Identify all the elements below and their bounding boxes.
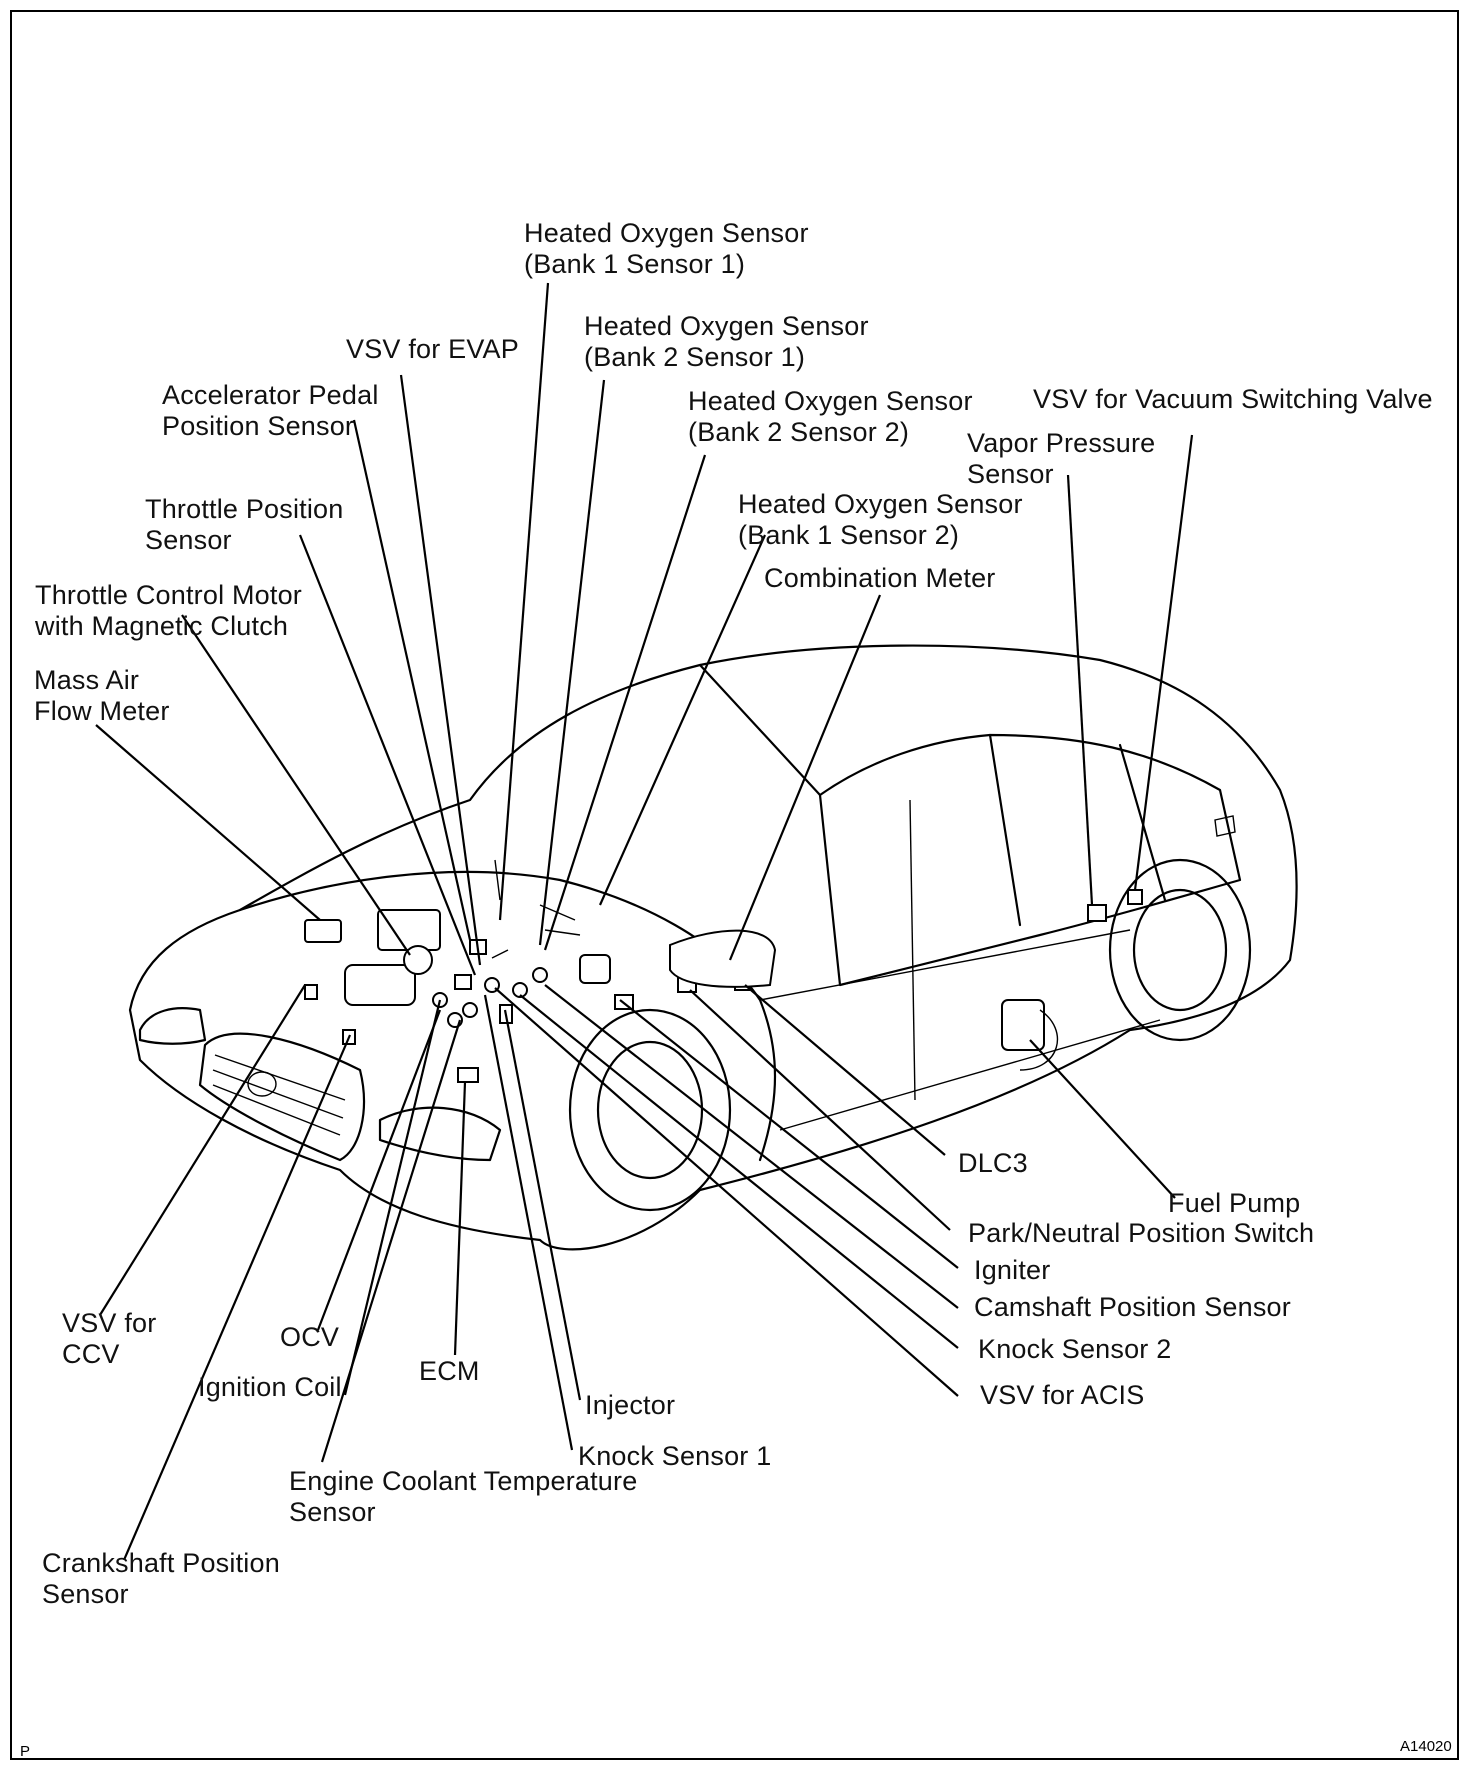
label-camshaft: Camshaft Position Sensor xyxy=(974,1292,1291,1322)
leader-lines xyxy=(95,282,1194,1561)
label-ect-line1: Engine Coolant Temperature xyxy=(289,1466,638,1496)
label-fuel-pump: Fuel Pump xyxy=(1168,1188,1301,1218)
label-crank-line1: Crankshaft Position xyxy=(42,1548,280,1578)
label-vsv-evap: VSV for EVAP xyxy=(346,334,519,364)
label-ecm: ECM xyxy=(419,1356,480,1386)
label-vsv-ccv-line2: CCV xyxy=(62,1339,120,1369)
label-maf-line1: Mass Air xyxy=(34,665,140,695)
label-throttle-motor-line2: with Magnetic Clutch xyxy=(35,611,289,641)
label-knock1: Knock Sensor 1 xyxy=(578,1441,772,1471)
label-ect-line2: Sensor xyxy=(289,1497,376,1527)
label-ho2s-b1s1-line1: Heated Oxygen Sensor xyxy=(524,218,809,248)
label-vsv-acis: VSV for ACIS xyxy=(980,1380,1145,1410)
label-ho2s-b2s2-line1: Heated Oxygen Sensor xyxy=(688,386,973,416)
label-ho2s-b2s2-line2: (Bank 2 Sensor 2) xyxy=(688,417,910,447)
label-accel-line1: Accelerator Pedal xyxy=(162,380,379,410)
label-dlc3: DLC3 xyxy=(958,1148,1028,1178)
label-ignition-coil: Ignition Coil xyxy=(198,1372,342,1402)
engine-parts xyxy=(304,859,1143,1083)
label-ho2s-b1s2-line2: (Bank 1 Sensor 2) xyxy=(738,520,960,550)
corner-page-mark: P xyxy=(20,1743,31,1760)
label-vsv-vacuum: VSV for Vacuum Switching Valve xyxy=(1033,384,1433,414)
label-igniter: Igniter xyxy=(974,1255,1051,1285)
label-accel-line2: Position Sensor xyxy=(162,411,355,441)
figure-code: A14020 xyxy=(1400,1738,1452,1755)
diagram-frame xyxy=(10,10,1459,1760)
label-injector: Injector xyxy=(585,1390,676,1420)
label-vapor-line2: Sensor xyxy=(967,459,1054,489)
label-ocv: OCV xyxy=(280,1322,340,1352)
label-combination-meter: Combination Meter xyxy=(764,563,996,593)
label-ho2s-b2s1-line1: Heated Oxygen Sensor xyxy=(584,311,869,341)
car-body xyxy=(128,644,1298,1251)
label-ho2s-b1s1-line2: (Bank 1 Sensor 1) xyxy=(524,249,746,279)
label-ho2s-b1s2-line1: Heated Oxygen Sensor xyxy=(738,489,1023,519)
label-maf-line2: Flow Meter xyxy=(34,696,170,726)
label-vapor-line1: Vapor Pressure xyxy=(967,428,1156,458)
label-crank-line2: Sensor xyxy=(42,1579,129,1609)
label-knock2: Knock Sensor 2 xyxy=(978,1334,1172,1364)
label-throttle-pos-line1: Throttle Position xyxy=(145,494,344,524)
label-vsv-ccv-line1: VSV for xyxy=(62,1308,157,1338)
label-throttle-motor-line1: Throttle Control Motor xyxy=(35,580,302,610)
label-throttle-pos-line2: Sensor xyxy=(145,525,232,555)
label-pnp-switch: Park/Neutral Position Switch xyxy=(968,1218,1315,1248)
label-ho2s-b2s1-line2: (Bank 2 Sensor 1) xyxy=(584,342,806,372)
